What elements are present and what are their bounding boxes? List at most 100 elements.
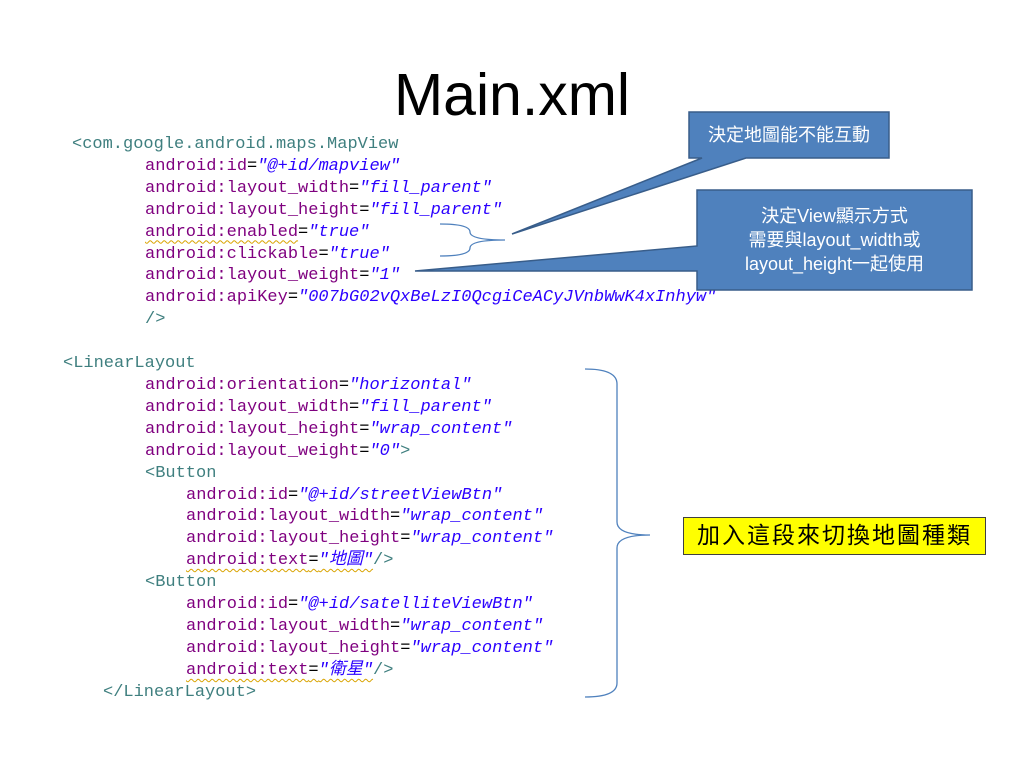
attribute-name: android:id xyxy=(186,595,289,615)
large-brace xyxy=(584,368,651,698)
attribute-value: "007bG02vQxBeLzI0QcgiCeACyJVnbWwK4xInhyw… xyxy=(298,288,717,308)
note-switch-map-type: 加入這段來切換地圖種類 xyxy=(683,517,986,555)
attribute-value: "@+id/streetViewBtn" xyxy=(298,485,503,505)
attribute-name: android:layout_width xyxy=(145,397,350,417)
equals-sign: = xyxy=(359,266,370,286)
small-brace xyxy=(439,223,506,257)
equals-sign: = xyxy=(400,529,411,549)
attribute-name: android:text xyxy=(186,551,309,571)
equals-sign: = xyxy=(318,244,329,264)
attribute-name: android:enabled xyxy=(145,222,299,242)
attribute-name: android:orientation xyxy=(145,375,339,395)
code-line: android:enabled="true" xyxy=(0,222,760,244)
attribute-name: android:layout_height xyxy=(145,419,360,439)
code-line: android:id="@+id/mapview" xyxy=(0,156,760,178)
attribute-name: android:layout_width xyxy=(145,178,350,198)
attribute-value: "true" xyxy=(328,244,390,264)
code-line: android:layout_height="wrap_content" xyxy=(0,419,760,441)
code-line: android:layout_width="fill_parent" xyxy=(0,178,760,200)
attribute-name: android:id xyxy=(145,156,248,176)
code-line: android:layout_weight="1" xyxy=(0,265,760,287)
equals-sign: = xyxy=(298,222,309,242)
tag-end: > xyxy=(400,441,411,461)
callout-map-interaction-shape xyxy=(511,111,890,235)
code-line: /> xyxy=(0,309,760,331)
attribute-value: "fill_parent" xyxy=(359,397,492,417)
code-line: android:layout_width="wrap_content" xyxy=(0,616,760,638)
equals-sign: = xyxy=(288,485,299,505)
attribute-name: android:id xyxy=(186,485,289,505)
equals-sign: = xyxy=(390,507,401,527)
attribute-value: "fill_parent" xyxy=(359,178,492,198)
attribute-name: android:layout_height xyxy=(186,638,401,658)
attribute-name: android:layout_width xyxy=(186,616,391,636)
attribute-value: "wrap_content" xyxy=(400,616,544,636)
slide-title: Main.xml xyxy=(393,62,631,128)
xml-tag: <Button xyxy=(145,463,217,483)
callout-view-weight: 決定View顯示方式 需要與layout_width或 layout_heigh… xyxy=(697,190,972,290)
code-line: android:clickable="true" xyxy=(0,244,760,266)
attribute-name: android:clickable xyxy=(145,244,319,264)
attribute-name: android:layout_height xyxy=(145,200,360,220)
xml-tag: <com.google.android.maps.MapView xyxy=(72,135,399,154)
callout-map-interaction: 決定地圖能不能互動 xyxy=(689,112,889,158)
code-line: <Button xyxy=(0,463,760,485)
equals-sign: = xyxy=(288,595,299,615)
attribute-name: android:layout_weight xyxy=(145,266,360,286)
callout-line: 需要與layout_width或 xyxy=(748,230,921,250)
callout-text: 決定地圖能不能互動 xyxy=(708,125,870,145)
code-line: android:text="衛星"/> xyxy=(0,660,760,682)
equals-sign: = xyxy=(247,156,258,176)
attribute-name: android:layout_weight xyxy=(145,441,360,461)
attribute-value: "1" xyxy=(369,266,401,286)
attribute-value: "horizontal" xyxy=(349,375,472,395)
xml-tag: <Button xyxy=(145,573,217,593)
code-line: android:layout_height="wrap_content" xyxy=(0,528,760,550)
equals-sign: = xyxy=(308,551,319,571)
attribute-name: android:apiKey xyxy=(145,288,288,308)
attribute-value: "地圖" xyxy=(318,551,374,571)
equals-sign: = xyxy=(359,419,370,439)
attribute-name: android:text xyxy=(186,660,309,680)
attribute-value: "wrap_content" xyxy=(369,419,513,439)
equals-sign: = xyxy=(390,616,401,636)
code-line: android:id="@+id/streetViewBtn" xyxy=(0,485,760,507)
tag-end: /> xyxy=(373,660,394,680)
code-line: <LinearLayout xyxy=(0,353,760,375)
code-line: <com.google.android.maps.MapView xyxy=(0,134,760,156)
equals-sign: = xyxy=(359,200,370,220)
attribute-value: "0" xyxy=(369,441,401,461)
code-line: android:apiKey="007bG02vQxBeLzI0QcgiCeAC… xyxy=(0,287,760,309)
callout-line: layout_height一起使用 xyxy=(744,254,925,274)
equals-sign: = xyxy=(287,288,299,308)
code-line: android:layout_width="fill_parent" xyxy=(0,397,760,419)
tag-end: /> xyxy=(373,551,394,571)
attribute-name: android:layout_width xyxy=(186,507,391,527)
equals-sign: = xyxy=(349,397,360,417)
equals-sign: = xyxy=(349,178,360,198)
xml-tag: </LinearLayout> xyxy=(103,682,257,702)
code-line: <Button xyxy=(0,572,760,594)
xml-tag: /> xyxy=(145,310,166,330)
equals-sign: = xyxy=(338,375,350,395)
attribute-value: "fill_parent" xyxy=(369,200,503,220)
callout-line: 決定View顯示方式 xyxy=(761,206,908,226)
attribute-value: "true" xyxy=(308,222,370,242)
equals-sign: = xyxy=(308,660,319,680)
attribute-value: "@+id/mapview" xyxy=(257,156,401,176)
xml-code-block: <com.google.android.maps.MapView android… xyxy=(0,134,760,704)
equals-sign: = xyxy=(400,638,411,658)
xml-tag: <LinearLayout xyxy=(63,354,196,374)
attribute-value: "衛星" xyxy=(318,660,374,680)
attribute-value: "wrap_content" xyxy=(410,638,554,658)
code-line: android:orientation="horizontal" xyxy=(0,375,760,397)
attribute-value: "@+id/satelliteViewBtn" xyxy=(298,595,533,615)
code-line: android:id="@+id/satelliteViewBtn" xyxy=(0,594,760,616)
attribute-value: "wrap_content" xyxy=(400,507,544,527)
code-line: android:layout_weight="0"> xyxy=(0,441,760,463)
code-line: android:layout_height="wrap_content" xyxy=(0,638,760,660)
attribute-name: android:layout_height xyxy=(186,529,401,549)
callout-view-weight-shape xyxy=(414,189,973,291)
